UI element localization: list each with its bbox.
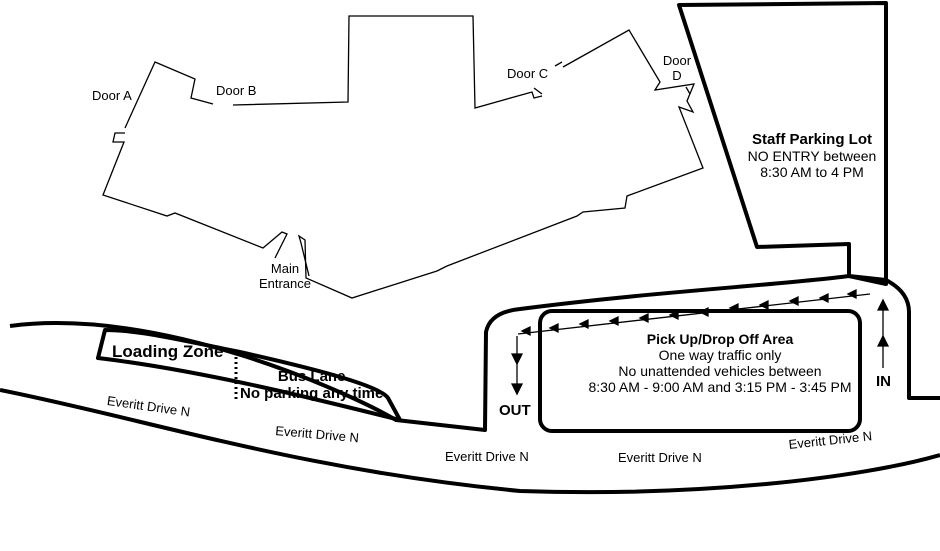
arrow-left bbox=[788, 295, 799, 307]
arrow-down bbox=[510, 353, 524, 366]
bus-lane-label: Bus Lane No parking any time bbox=[240, 368, 383, 403]
arrow-left bbox=[846, 288, 857, 300]
loading-zone-bay bbox=[96, 328, 402, 422]
door-d-line1: Door bbox=[662, 53, 692, 68]
loading-zone-label: Loading Zone bbox=[112, 342, 224, 361]
main-entrance-line2: Entrance bbox=[258, 275, 312, 291]
arrow-left bbox=[728, 302, 739, 314]
pickup-area-line1: One way traffic only bbox=[658, 347, 782, 364]
pickup-area-label: Pick Up/Drop Off Area One way traffic on… bbox=[560, 331, 880, 395]
in-label: IN bbox=[876, 373, 891, 390]
staff-lot-title: Staff Parking Lot bbox=[751, 131, 872, 148]
door-a-label: Door A bbox=[92, 88, 132, 103]
staff-lot-line2: 8:30 AM to 4 PM bbox=[760, 164, 864, 181]
bus-lane-line2: No parking any time bbox=[240, 385, 384, 403]
arrow-left bbox=[818, 292, 829, 304]
main-entrance-line1: Main bbox=[270, 261, 300, 276]
arrow-left bbox=[758, 299, 769, 311]
pickup-area-line3: 8:30 AM - 9:00 AM and 3:15 PM - 3:45 PM bbox=[588, 379, 852, 396]
one-way-arrows bbox=[510, 288, 890, 396]
bus-lane-line1: Bus Lane bbox=[277, 368, 346, 385]
arrow-left bbox=[578, 318, 589, 330]
arrow-left bbox=[668, 309, 679, 321]
staff-lot-line1: NO ENTRY between bbox=[747, 148, 877, 165]
arrow-left bbox=[548, 322, 559, 334]
main-entrance-label: Main Entrance bbox=[250, 261, 320, 292]
school-building bbox=[102, 15, 704, 299]
door-b-label: Door B bbox=[216, 83, 257, 98]
arrow-left bbox=[520, 325, 531, 337]
pickup-area-line2: No unattended vehicles between bbox=[618, 363, 822, 380]
out-label: OUT bbox=[499, 402, 531, 419]
lower-road-edge bbox=[0, 388, 940, 495]
arrow-down bbox=[510, 383, 524, 396]
pickup-island bbox=[538, 309, 862, 433]
pickup-drive-outline bbox=[9, 274, 940, 432]
arrow-left bbox=[608, 315, 619, 327]
door-c-label: Door C bbox=[507, 66, 549, 81]
arrow-left bbox=[698, 306, 709, 318]
arrow-left bbox=[638, 312, 649, 324]
door-d-line2: D bbox=[672, 67, 682, 83]
street-label: Everitt Drive N bbox=[618, 450, 702, 465]
door-d-label: Door D bbox=[660, 53, 694, 84]
street-label: Everitt Drive N bbox=[445, 449, 529, 464]
staff-lot-label: Staff Parking Lot NO ENTRY between 8:30 … bbox=[712, 131, 912, 180]
pickup-area-title: Pick Up/Drop Off Area bbox=[646, 331, 794, 347]
